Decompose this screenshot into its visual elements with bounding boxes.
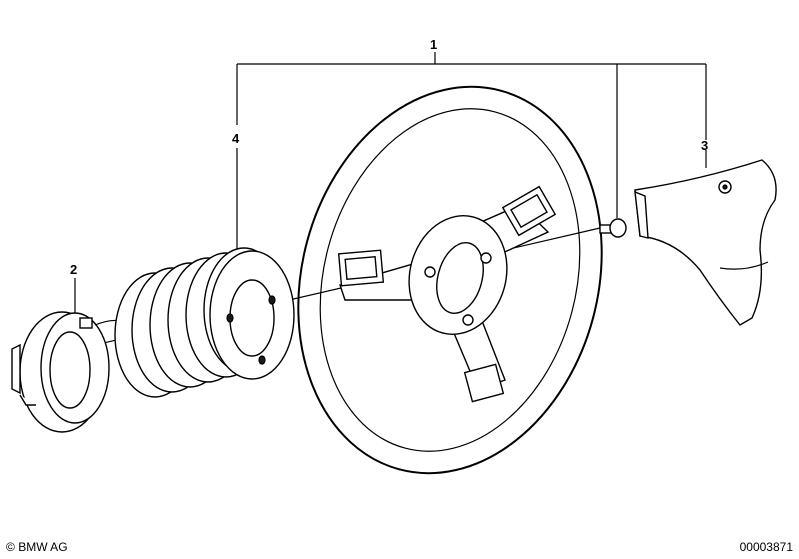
copyright-symbol: © <box>6 540 15 554</box>
copyright-text: BMW AG <box>18 540 68 554</box>
callout-3: 3 <box>701 138 709 153</box>
steering-wheel <box>297 85 603 475</box>
hub-cover <box>634 159 777 326</box>
callout-4: 4 <box>232 131 240 146</box>
screw <box>599 218 627 238</box>
copyright: © BMW AG <box>6 540 68 554</box>
callout-1: 1 <box>430 37 438 52</box>
bellows-hub <box>114 247 295 398</box>
diagram-number: 00003871 <box>739 540 793 554</box>
callout-2: 2 <box>70 262 78 277</box>
contact-ring <box>11 311 128 433</box>
